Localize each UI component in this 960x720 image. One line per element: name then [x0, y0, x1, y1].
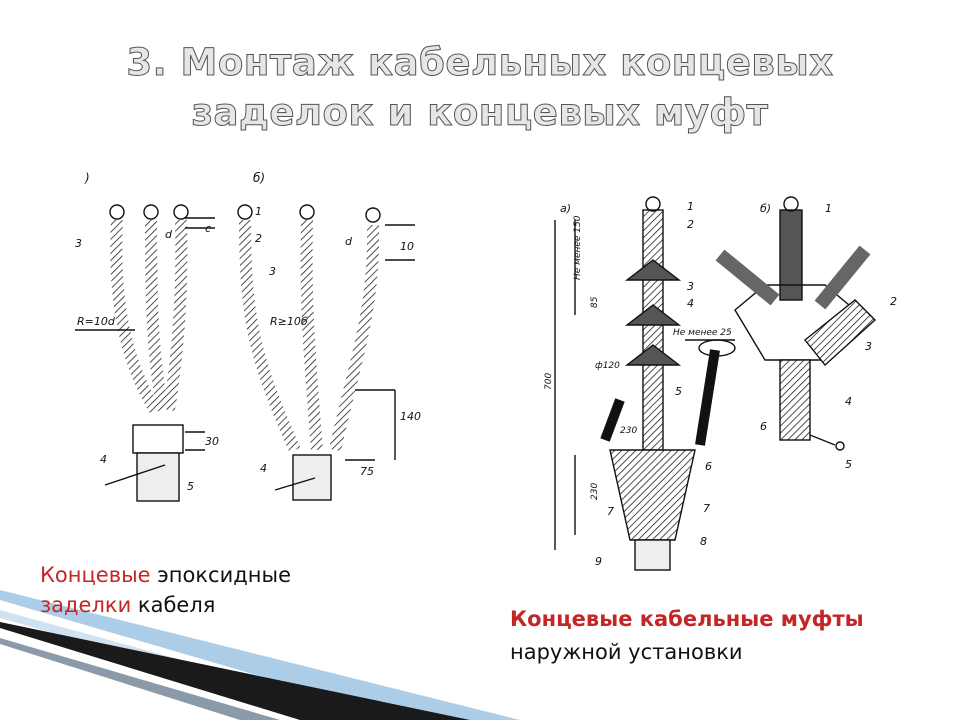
- rb-callout-5: 5: [845, 458, 852, 471]
- dim-r10d: R=10d: [77, 315, 116, 328]
- variant-a-label: ): [84, 171, 90, 185]
- corner-decoration: [0, 590, 520, 720]
- dim-10: 10: [400, 240, 414, 253]
- callout-3b: 3: [269, 265, 276, 278]
- caption-right-line-1: Концевые кабельные муфты: [510, 607, 864, 631]
- slide-title: 3. Монтаж кабельных концевых заделок и к…: [0, 38, 960, 138]
- title-line-1: 3. Монтаж кабельных концевых: [126, 41, 834, 85]
- rb-callout-2: 2: [890, 295, 897, 308]
- callout-3: 3: [75, 237, 82, 250]
- caption-left-text-2: кабеля: [131, 593, 216, 617]
- dim-r10b: R≥10б: [270, 315, 308, 328]
- callout-1: 1: [255, 205, 262, 218]
- variant-a-label-r: а): [560, 202, 571, 215]
- dim-85: 85: [590, 296, 600, 308]
- r-callout-2: 2: [687, 218, 694, 231]
- caption-left-highlight-2: заделки: [40, 593, 132, 617]
- caption-left-line-1: Концевые эпоксидные: [40, 560, 291, 590]
- dim-ne-menee-150: Не менее 150: [573, 215, 583, 280]
- r-callout-5: 5: [675, 385, 682, 398]
- r-callout-7b: 7: [703, 502, 710, 515]
- dim-75: 75: [360, 465, 374, 478]
- dim-700: 700: [544, 373, 554, 390]
- dim-ne-menee-25: Не менее 25: [673, 328, 732, 338]
- caption-terminal-sleeves: Концевые кабельные муфты наружной устано…: [510, 603, 864, 669]
- r-callout-8: 8: [700, 535, 707, 548]
- r-callout-4: 4: [687, 297, 694, 310]
- callout-5: 5: [187, 480, 194, 493]
- dim-d-a: d: [165, 228, 173, 241]
- caption-left-line-2: заделки кабеля: [40, 590, 291, 620]
- r-callout-7a: 7: [607, 505, 614, 518]
- rb-callout-1: 1: [825, 202, 832, 215]
- decor-gray-band: [0, 638, 280, 720]
- dim-120: ф120: [595, 361, 620, 371]
- decor-blue-band: [0, 590, 520, 720]
- epoxy-termination-drawing: ) б): [75, 171, 421, 502]
- caption-left-highlight-1: Концевые: [40, 563, 151, 587]
- dim-c: c: [205, 222, 211, 235]
- rb-callout-4: 4: [845, 395, 852, 408]
- variant-b-label: б): [253, 171, 265, 185]
- r-callout-6: 6: [705, 460, 712, 473]
- r-callout-9: 9: [595, 555, 602, 568]
- rb-callout-6: 6: [760, 420, 767, 433]
- r-callout-1: 1: [687, 200, 694, 213]
- caption-left-text-1: эпоксидные: [150, 563, 291, 587]
- dim-d-b: d: [345, 235, 353, 248]
- callout-2: 2: [255, 232, 262, 245]
- callout-4: 4: [100, 453, 107, 466]
- rb-callout-3: 3: [865, 340, 872, 353]
- dim-230-b: 230: [590, 483, 600, 500]
- caption-epoxy-terminations: Концевые эпоксидные заделки кабеля: [40, 560, 291, 620]
- r-callout-3: 3: [687, 280, 694, 293]
- callout-4b: 4: [260, 462, 267, 475]
- caption-right-line-2: наружной установки: [510, 640, 743, 664]
- dim-30: 30: [205, 435, 219, 448]
- outdoor-sleeve-drawing: а) б) 1 2 3 4 5 6 7 7 8 9 1 2 3 4 5 6 Не…: [544, 196, 897, 571]
- variant-b-label-r: б): [760, 202, 771, 215]
- title-line-2: заделок и концевых муфт: [191, 91, 769, 135]
- decor-dark-band: [0, 622, 470, 720]
- dim-140: 140: [400, 410, 421, 423]
- dim-230-a: 230: [620, 426, 637, 436]
